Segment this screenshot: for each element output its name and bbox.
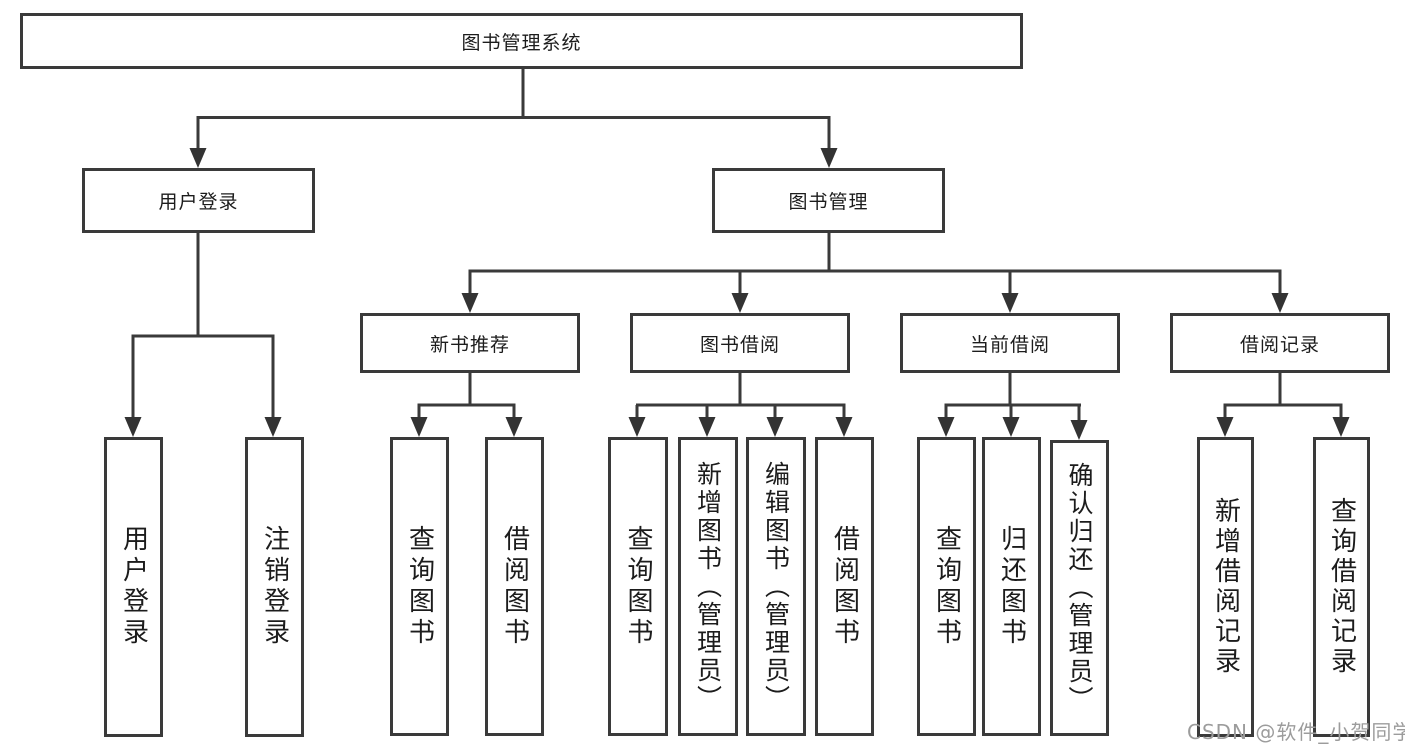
connector-borrow-records-children [1216,371,1350,437]
node-root: 图书管理系统 [20,13,1023,69]
node-book-management-label: 图书管理 [788,191,869,213]
connector-book-borrow-children [628,371,853,437]
connector-current-borrow-children [937,371,1088,440]
node-user-login: 用户登录 [82,168,315,233]
leaf-label: 确认归还（管理员） [1065,462,1094,714]
connector-new-book-children [410,371,523,437]
leaf-user-login: 用户登录 [104,437,163,737]
leaf-label: 编辑图书（管理员） [761,460,791,713]
leaf-label: 新增借阅记录 [1210,497,1241,677]
leaf-label: 新增图书（管理员） [693,460,723,713]
node-current-borrow-label: 当前借阅 [969,333,1050,356]
leaf-label: 借阅图书 [499,524,530,649]
leaf-add-book-admin: 新增图书（管理员） [678,437,738,736]
leaf-query-borrow-record: 查询借阅记录 [1313,437,1370,737]
leaf-add-borrow-record: 新增借阅记录 [1197,437,1254,737]
leaf-edit-book-admin: 编辑图书（管理员） [746,437,806,736]
csdn-watermark: CSDN @软件_小贺同学 [1187,720,1405,744]
node-current-borrow: 当前借阅 [900,313,1120,373]
leaf-logout-label: 注销登录 [259,525,290,649]
leaf-label: 归还图书 [996,524,1027,649]
leaf-label: 查询图书 [931,524,962,649]
connector-root-to-level2 [189,66,838,168]
leaf-borrow-books-recommend: 借阅图书 [485,437,544,736]
leaf-confirm-return-admin: 确认归还（管理员） [1050,440,1109,736]
leaf-query-books-recommend: 查询图书 [390,437,449,736]
node-book-management: 图书管理 [712,168,945,233]
node-book-borrow: 图书借阅 [630,313,850,373]
leaf-query-books-borrow: 查询图书 [608,437,668,736]
connector-user-login-children [124,231,282,437]
node-book-borrow-label: 图书借阅 [699,333,780,356]
leaf-logout: 注销登录 [245,437,304,737]
leaf-label: 借阅图书 [829,524,860,649]
leaf-query-books-current: 查询图书 [917,437,976,736]
node-new-book-recommend-label: 新书推荐 [429,333,510,356]
node-borrow-records-label: 借阅记录 [1239,333,1320,356]
leaf-user-login-label: 用户登录 [118,525,149,649]
leaf-return-book: 归还图书 [982,437,1041,736]
connector-book-management-children [461,231,1289,313]
leaf-borrow-books: 借阅图书 [815,437,874,736]
node-borrow-records: 借阅记录 [1170,313,1390,373]
leaf-label: 查询图书 [404,524,435,649]
node-root-label: 图书管理系统 [461,31,582,54]
node-new-book-recommend: 新书推荐 [360,313,580,373]
leaf-label: 查询借阅记录 [1326,497,1357,677]
leaf-label: 查询图书 [623,524,653,649]
node-user-login-label: 用户登录 [158,191,239,213]
